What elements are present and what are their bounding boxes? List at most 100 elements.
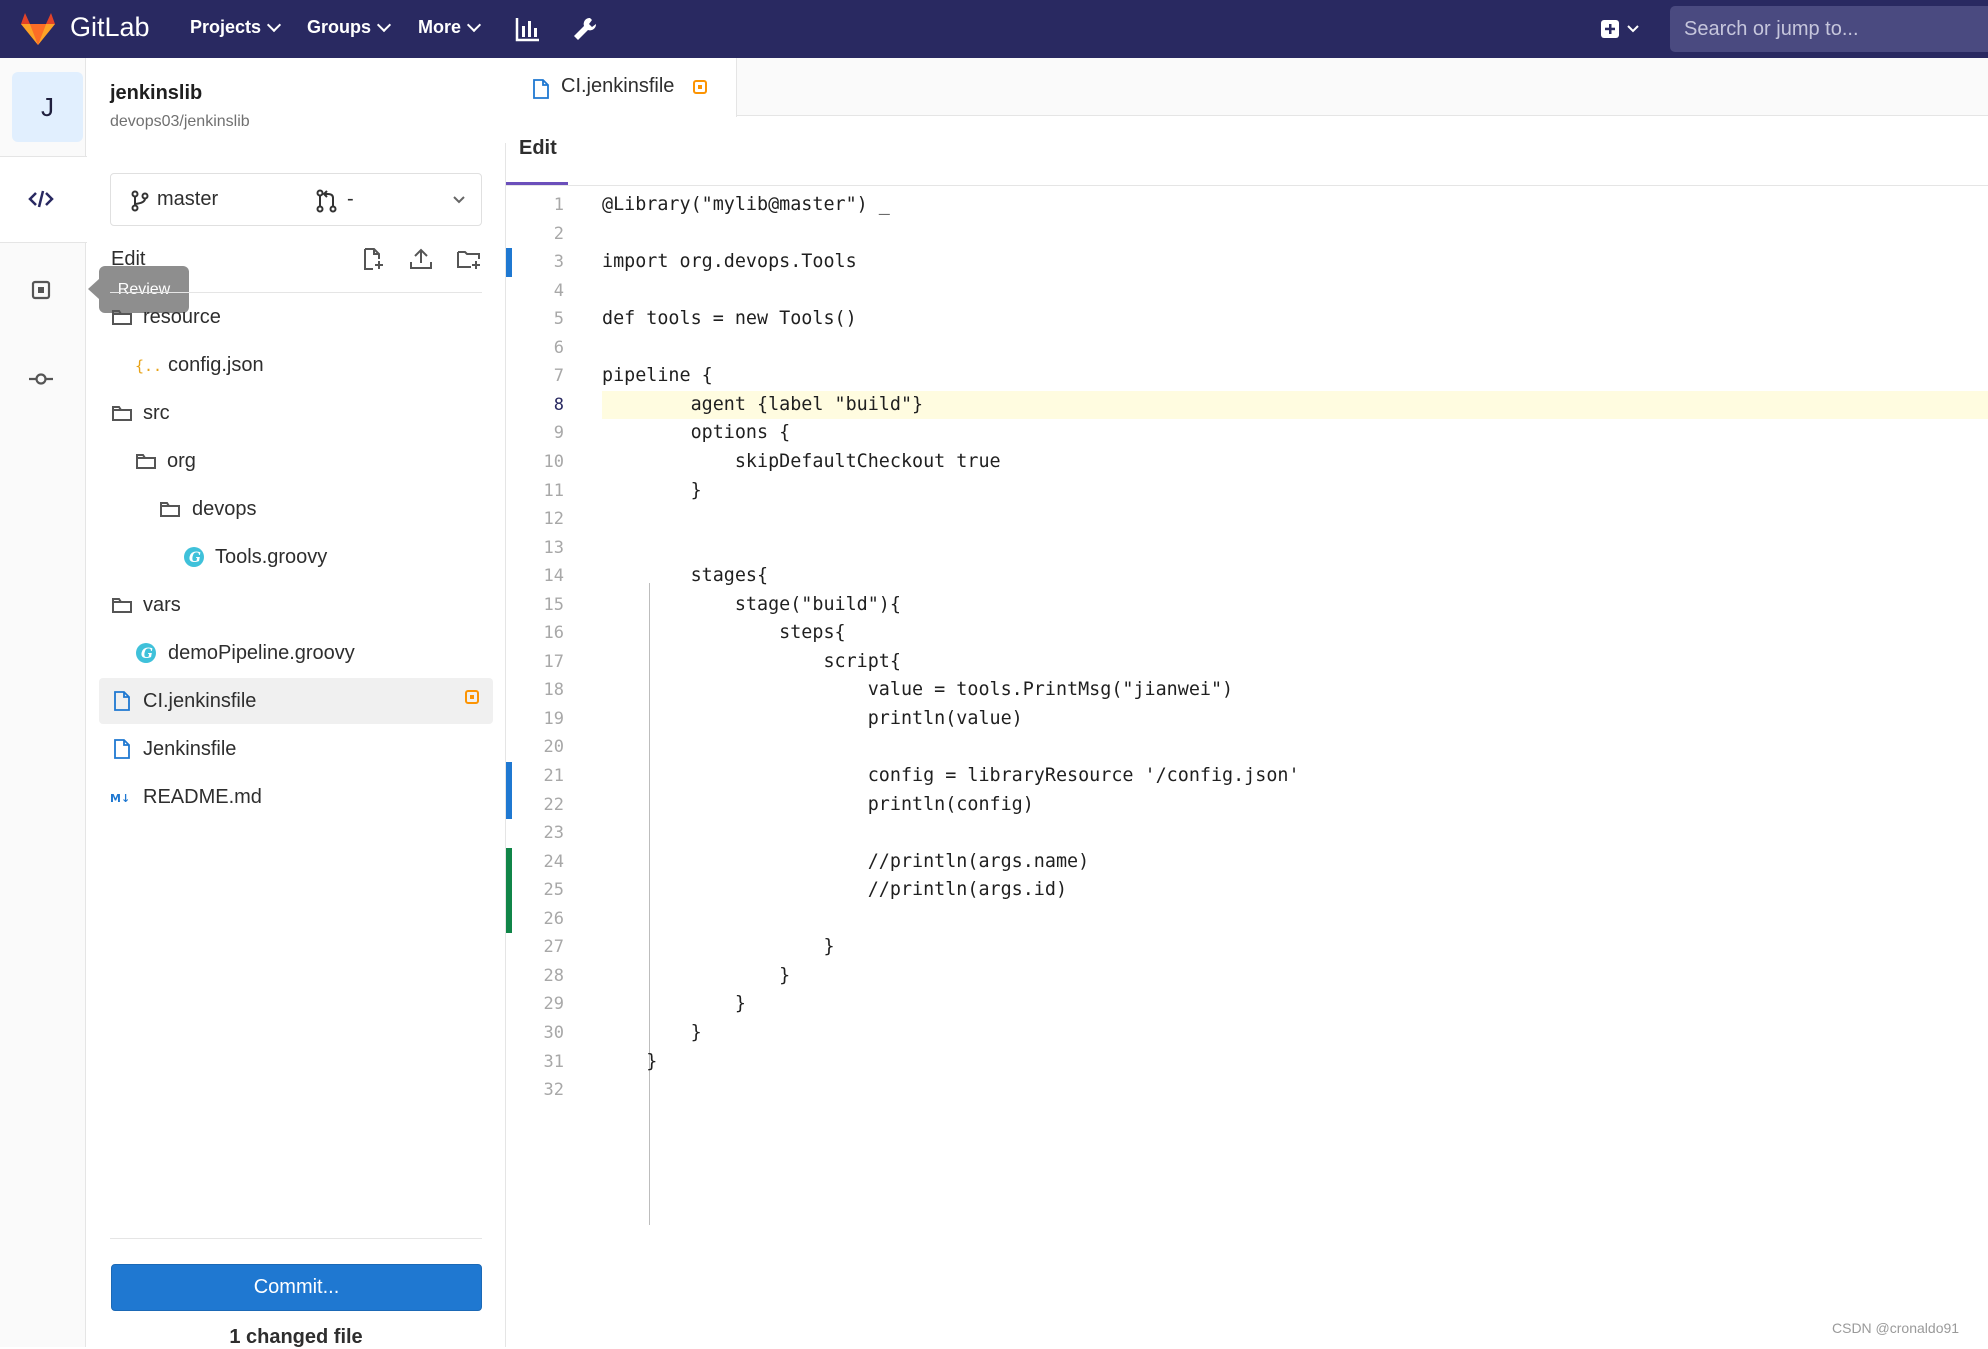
code-line[interactable]: 29 } — [506, 990, 1988, 1019]
line-number: 5 — [553, 309, 564, 330]
tree-item-tools-groovy[interactable]: G Tools.groovy — [99, 534, 493, 580]
nav-groups[interactable]: Groups — [307, 17, 392, 38]
tab-edit[interactable]: Edit — [519, 137, 557, 159]
code-line[interactable]: 4 — [506, 277, 1988, 306]
commit-button[interactable]: Commit... — [111, 1264, 482, 1311]
code-text: script{ — [602, 650, 901, 672]
tree-item-resource[interactable]: resource — [99, 294, 493, 340]
divider — [110, 292, 482, 293]
file-icon — [114, 691, 130, 711]
project-avatar[interactable]: J — [12, 72, 83, 142]
tree-item-src[interactable]: src — [99, 390, 493, 436]
code-line[interactable]: 15 stage("build"){ — [506, 591, 1988, 620]
rail-edit-tab[interactable] — [0, 156, 87, 243]
tree-item-label: org — [167, 450, 196, 472]
branch-selector[interactable]: master - — [110, 173, 482, 226]
line-number: 19 — [543, 708, 564, 729]
code-line[interactable]: 13 — [506, 534, 1988, 563]
code-line[interactable]: 31 } — [506, 1048, 1988, 1077]
nav-more[interactable]: More — [418, 17, 482, 38]
code-line[interactable]: 17 script{ — [506, 648, 1988, 677]
tree-item-readme-md[interactable]: M↓ README.md — [99, 774, 493, 820]
modified-line-marker — [506, 248, 512, 277]
code-line[interactable]: 27 } — [506, 933, 1988, 962]
line-number: 9 — [553, 423, 564, 444]
svg-text:M↓: M↓ — [110, 792, 130, 805]
code-line[interactable]: 8 agent {label "build"} — [506, 390, 1988, 420]
code-line[interactable]: 26 — [506, 904, 1988, 934]
modified-line-marker — [506, 790, 512, 820]
code-text: steps{ — [602, 622, 846, 644]
commit-icon[interactable] — [27, 365, 55, 393]
code-text: def tools = new Tools() — [602, 308, 857, 330]
code-line[interactable]: 20 — [506, 733, 1988, 762]
json-file-icon: {..} — [135, 357, 159, 375]
tree-item-demopipeline-groovy[interactable]: G demoPipeline.groovy — [99, 630, 493, 676]
code-line[interactable]: 9 options { — [506, 419, 1988, 448]
gitlab-logo-icon[interactable] — [18, 9, 58, 49]
review-icon[interactable] — [27, 276, 55, 304]
active-tab-indicator — [506, 182, 568, 185]
tree-item-vars[interactable]: vars — [99, 582, 493, 628]
code-line[interactable]: 24 //println(args.name) — [506, 847, 1988, 877]
code-text: import org.devops.Tools — [602, 251, 857, 273]
tree-item-org[interactable]: org — [99, 438, 493, 484]
nav-projects[interactable]: Projects — [190, 17, 282, 38]
tree-item-config-json[interactable]: {..} config.json — [99, 342, 493, 388]
code-line[interactable]: 19 println(value) — [506, 705, 1988, 734]
code-line[interactable]: 14 stages{ — [506, 562, 1988, 591]
code-line[interactable]: 22 println(config) — [506, 790, 1988, 820]
plus-square-icon[interactable] — [1600, 17, 1644, 41]
code-line[interactable]: 1@Library("mylib@master") _ — [506, 191, 1988, 220]
folder-icon — [112, 598, 132, 613]
branch-name: master — [157, 188, 219, 210]
code-line[interactable]: 10 skipDefaultCheckout true — [506, 448, 1988, 477]
project-name[interactable]: jenkinslib — [110, 82, 203, 104]
tree-item-devops[interactable]: devops — [99, 486, 493, 532]
code-text: @Library("mylib@master") _ — [602, 194, 890, 215]
modified-indicator-icon — [693, 80, 707, 94]
code-line[interactable]: 12 — [506, 505, 1988, 534]
tree-item-jenkinsfile[interactable]: Jenkinsfile — [99, 726, 493, 772]
code-text: stage("build"){ — [602, 593, 901, 615]
chevron-down-icon — [266, 17, 282, 33]
chevron-down-icon — [453, 196, 465, 204]
code-text: stages{ — [602, 565, 769, 587]
code-line[interactable]: 16 steps{ — [506, 619, 1988, 648]
code-text: //println(args.name) — [602, 850, 1090, 872]
code-line[interactable]: 18 value = tools.PrintMsg("jianwei") — [506, 676, 1988, 705]
search-input[interactable]: Search or jump to... — [1670, 6, 1988, 52]
code-line[interactable]: 6 — [506, 334, 1988, 363]
tree-item-ci-jenkinsfile[interactable]: CI.jenkinsfile — [99, 678, 493, 724]
upload-icon[interactable] — [408, 246, 434, 272]
new-file-icon[interactable] — [360, 246, 386, 272]
wrench-icon[interactable] — [570, 14, 600, 44]
code-line[interactable]: 28 } — [506, 962, 1988, 991]
code-line[interactable]: 30 } — [506, 1019, 1988, 1048]
code-line[interactable]: 3 import org.devops.Tools — [506, 248, 1988, 277]
line-number: 6 — [553, 337, 564, 358]
line-number: 24 — [543, 851, 564, 872]
brand-name[interactable]: GitLab — [70, 12, 150, 42]
code-line[interactable]: 32 — [506, 1076, 1988, 1105]
line-number: 3 — [553, 252, 564, 273]
code-line[interactable]: 21 config = libraryResource '/config.jso… — [506, 762, 1988, 791]
line-number: 31 — [543, 1051, 564, 1072]
editor-tab-ci-jenkinsfile[interactable]: CI.jenkinsfile — [506, 58, 737, 117]
line-number: 16 — [543, 623, 564, 644]
code-line[interactable]: 23 — [506, 819, 1988, 848]
code-line[interactable]: 5 def tools = new Tools() — [506, 305, 1988, 334]
code-icon[interactable] — [27, 185, 55, 213]
modified-line-marker — [506, 762, 512, 791]
branch-icon — [131, 190, 149, 212]
code-line[interactable]: 11 } — [506, 477, 1988, 506]
line-number: 27 — [543, 937, 564, 958]
line-number: 12 — [543, 509, 564, 530]
code-line[interactable]: 25 //println(args.id) — [506, 876, 1988, 905]
code-text: } — [602, 1021, 702, 1043]
new-directory-icon[interactable] — [456, 246, 482, 272]
code-line[interactable]: 2 — [506, 220, 1988, 249]
chart-icon[interactable] — [513, 14, 543, 44]
